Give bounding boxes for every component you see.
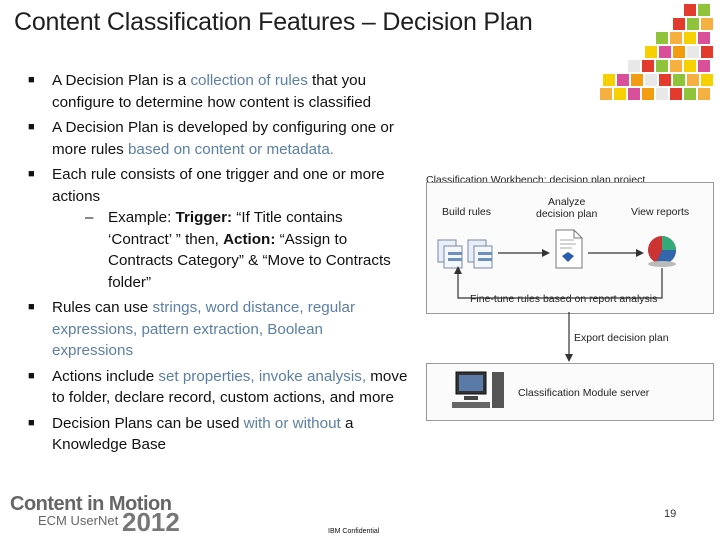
cube — [673, 18, 685, 30]
confidential-label: IBM Confidential — [328, 528, 380, 535]
cube — [642, 88, 654, 100]
bullet-square-icon: ■ — [28, 74, 35, 86]
cube — [628, 60, 640, 72]
example-lead: Example: — [108, 209, 176, 226]
bullet-text: with or without — [243, 414, 341, 432]
bullet-text: a Knowledge Base — [52, 414, 354, 454]
bullet-text: move to folder, declare record, custom a… — [52, 367, 408, 407]
analyze-label-1: Analyze — [548, 196, 586, 208]
workflow-diagram: Classification Workbench: decision plan … — [424, 168, 714, 424]
bullet-text: collection of rules — [190, 72, 308, 89]
cube — [684, 60, 696, 72]
cube — [603, 74, 615, 86]
cube — [656, 88, 668, 100]
cube — [701, 46, 713, 58]
diagram-graphics — [437, 229, 677, 408]
logo-content-in-motion: Content in Motion — [10, 493, 172, 515]
server-label: Classification Module server — [518, 387, 650, 399]
bullet-1: ■ A Decision Plan is a collection of rule… — [28, 70, 408, 113]
cube — [659, 46, 671, 58]
bullet-text: A Decision Plan is developed by configur… — [52, 119, 394, 158]
cube — [642, 60, 654, 72]
finetune-label: Fine-tune rules based on report analysis — [470, 293, 658, 305]
cube — [656, 60, 668, 72]
server-computer-icon — [452, 371, 504, 408]
cube — [687, 74, 699, 86]
example-sub-bullet: – Example: Trigger: “If Title contains ‘… — [85, 209, 391, 291]
action-text: “Assign to Contracts Category” & “Move t… — [108, 230, 391, 291]
cube — [614, 88, 626, 100]
bullet-text: based on content or metadata. — [127, 140, 334, 158]
cube — [670, 60, 682, 72]
cube — [701, 18, 713, 30]
cube — [698, 32, 710, 44]
cube — [645, 46, 657, 58]
bullet-text: that you configure to determine how cont… — [52, 72, 372, 111]
trigger-label: Trigger: — [175, 209, 233, 226]
cube — [645, 74, 657, 86]
bullet-2: ■ A Decision Plan is developed by configu… — [28, 117, 408, 160]
bullet-text: strings, word distance, regular expressi… — [52, 299, 356, 359]
cube — [687, 18, 699, 30]
bullet-list: ■ A Decision Plan is a collection of rule… — [28, 70, 408, 460]
bullet-text: A Decision Plan is a — [52, 72, 191, 89]
cube — [617, 74, 629, 86]
bullet-4: ■ Rules can use strings, word distance, r… — [28, 297, 408, 362]
cube — [698, 4, 710, 16]
cube — [673, 46, 685, 58]
action-label: Action: — [223, 230, 276, 248]
logo-year: 2012 — [122, 507, 180, 537]
bullet-square-icon: ■ — [28, 121, 35, 133]
export-label: Export decision plan — [574, 332, 669, 344]
cube — [670, 88, 682, 100]
bullet-text: Decision Plans can be used — [52, 414, 244, 432]
bullet-text: Actions include — [52, 367, 159, 385]
cube — [698, 88, 710, 100]
bullet-square-icon: ■ — [28, 416, 35, 429]
decision-plan-document-icon — [555, 229, 583, 269]
bullet-text: and more — [329, 389, 394, 406]
bullet-text: Each rule consists of one trigger and on… — [52, 166, 385, 205]
cube — [600, 88, 612, 100]
bullet-text: Rules can use — [52, 299, 153, 316]
cube — [684, 88, 696, 100]
cube — [687, 46, 699, 58]
logo-ecm-usernet: ECM UserNet — [38, 513, 119, 528]
cube — [659, 74, 671, 86]
report-pie-chart-icon — [648, 236, 677, 267]
cube — [656, 32, 668, 44]
rule-documents-icon — [437, 239, 493, 269]
cube — [701, 74, 713, 86]
view-reports-label: View reports — [631, 206, 690, 218]
bullet-6: ■ Decision Plans can be used with or with… — [28, 413, 408, 456]
bullet-3: ■ Each rule consists of one trigger and o… — [28, 164, 408, 293]
slide-title: Content Classification Features – Decisi… — [14, 8, 533, 36]
cube — [628, 88, 640, 100]
page-number: 19 — [664, 508, 677, 520]
colored-cubes-decoration — [600, 4, 713, 100]
cube — [673, 74, 685, 86]
analyze-label-2: decision plan — [536, 208, 598, 220]
bullet-square-icon: ■ — [28, 168, 35, 180]
bullet-text: set properties, invoke analysis, — [158, 367, 367, 385]
cube — [670, 32, 682, 44]
bullet-5: ■ Actions include set properties, invoke … — [28, 366, 408, 409]
bullet-square-icon: ■ — [28, 301, 35, 313]
build-rules-label: Build rules — [442, 206, 492, 218]
cube — [684, 4, 696, 16]
cube — [698, 60, 710, 72]
trigger-text: “If Title contains ‘Contract’ ” then, — [108, 209, 343, 248]
bullet-square-icon: ■ — [28, 369, 35, 382]
cube — [684, 32, 696, 44]
cube — [631, 74, 643, 86]
